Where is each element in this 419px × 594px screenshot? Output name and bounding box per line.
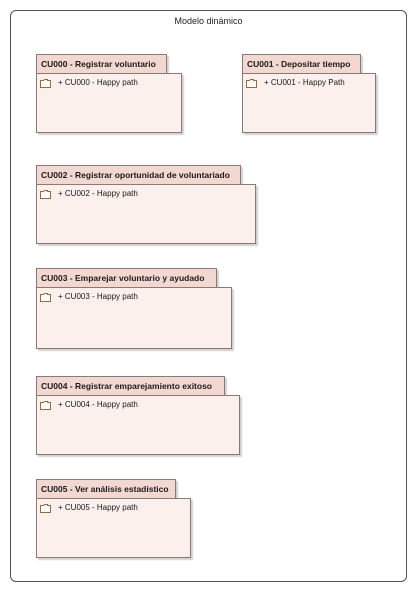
folder-icon bbox=[40, 78, 51, 88]
package-cu004-name: CU004 - Registrar emparejamiento exitoso bbox=[36, 376, 225, 396]
package-cu002-body: + CU002 - Happy path bbox=[36, 184, 256, 244]
package-cu003-item-label: + CU003 - Happy path bbox=[58, 292, 138, 301]
package-cu000-name: CU000 - Registrar voluntario bbox=[36, 54, 167, 74]
package-cu001-item[interactable]: + CU001 - Happy Path bbox=[246, 78, 345, 88]
package-cu003-item[interactable]: + CU003 - Happy path bbox=[40, 292, 138, 302]
diagram-title: Modelo dinámico bbox=[174, 16, 243, 26]
package-cu003-body: + CU003 - Happy path bbox=[36, 287, 232, 349]
package-cu005-item[interactable]: + CU005 - Happy path bbox=[40, 503, 138, 513]
folder-icon bbox=[40, 503, 51, 513]
folder-icon bbox=[40, 189, 51, 199]
package-cu005-body: + CU005 - Happy path bbox=[36, 498, 191, 558]
package-cu000-body: + CU000 - Happy path bbox=[36, 73, 182, 133]
package-cu004-item[interactable]: + CU004 - Happy path bbox=[40, 400, 138, 410]
package-cu005-name: CU005 - Ver análisis estadístico bbox=[36, 479, 176, 499]
package-cu000-item[interactable]: + CU000 - Happy path bbox=[40, 78, 138, 88]
package-cu004-body: + CU004 - Happy path bbox=[36, 395, 240, 455]
package-cu002-item-label: + CU002 - Happy path bbox=[58, 189, 138, 198]
folder-icon bbox=[40, 292, 51, 302]
package-cu001-body: + CU001 - Happy Path bbox=[242, 73, 376, 133]
package-cu001-name: CU001 - Depositar tiempo bbox=[242, 54, 361, 74]
package-cu003-name: CU003 - Emparejar voluntario y ayudado bbox=[36, 268, 217, 288]
package-cu002-item[interactable]: + CU002 - Happy path bbox=[40, 189, 138, 199]
package-cu005-item-label: + CU005 - Happy path bbox=[58, 503, 138, 512]
package-cu002-name: CU002 - Registrar oportunidad de volunta… bbox=[36, 165, 241, 185]
package-cu000-item-label: + CU000 - Happy path bbox=[58, 78, 138, 87]
package-cu001-item-label: + CU001 - Happy Path bbox=[264, 78, 345, 87]
package-cu004-item-label: + CU004 - Happy path bbox=[58, 400, 138, 409]
folder-icon bbox=[246, 78, 257, 88]
folder-icon bbox=[40, 400, 51, 410]
